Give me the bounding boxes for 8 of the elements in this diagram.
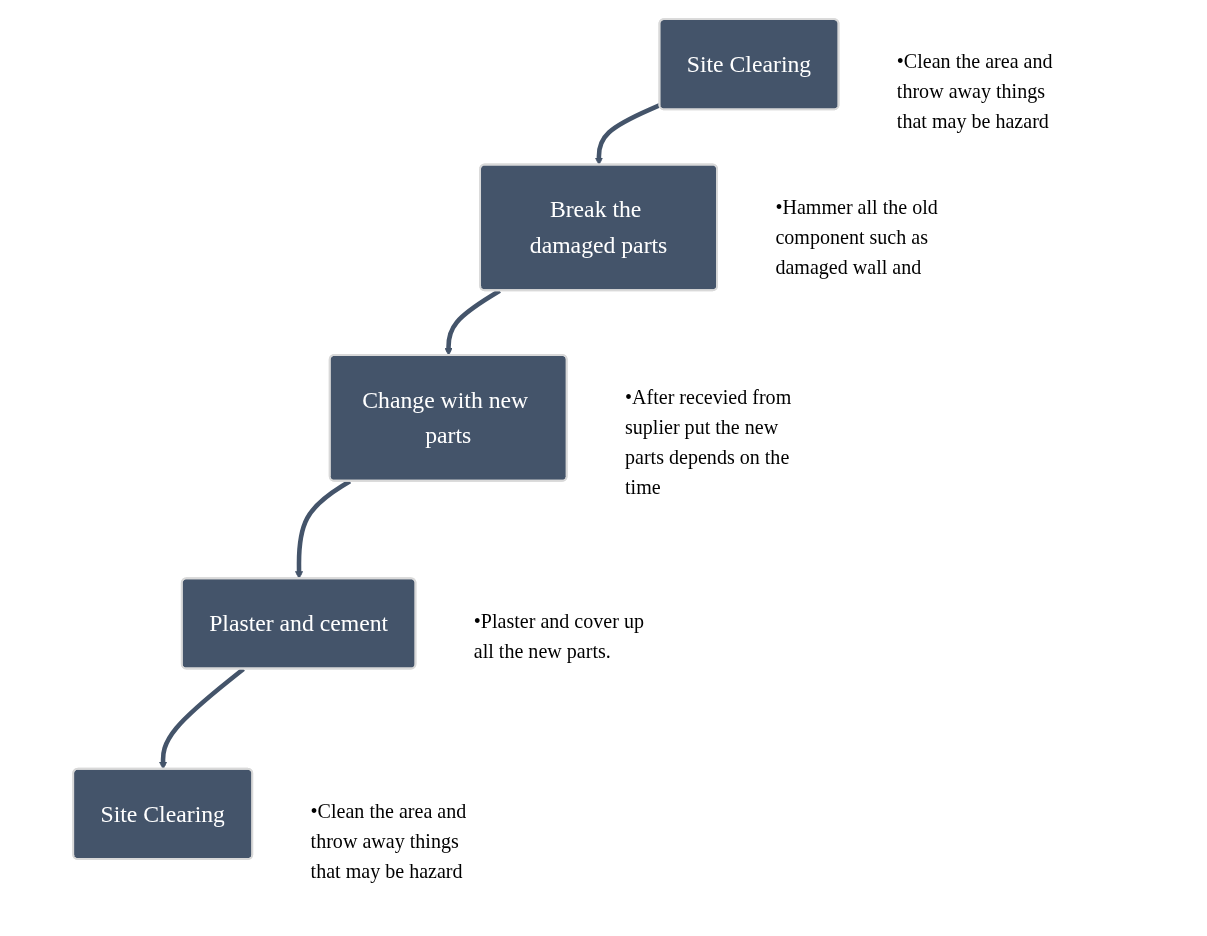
node-label: •After recevied from suplier put the new parts depends on the time bbox=[625, 385, 792, 499]
node-label: •Clean the area and throw away things that may be hazard bbox=[310, 799, 467, 883]
node-label: •Hammer all the old component such as damaged wall and bbox=[775, 195, 938, 279]
arrow bbox=[295, 479, 352, 580]
arrow bbox=[159, 667, 245, 770]
node-label: •Clean the area and throw away things that may be hazard bbox=[896, 50, 1053, 134]
arrow bbox=[594, 103, 661, 166]
node-label: •Plaster and cover up all the new parts. bbox=[473, 609, 644, 663]
